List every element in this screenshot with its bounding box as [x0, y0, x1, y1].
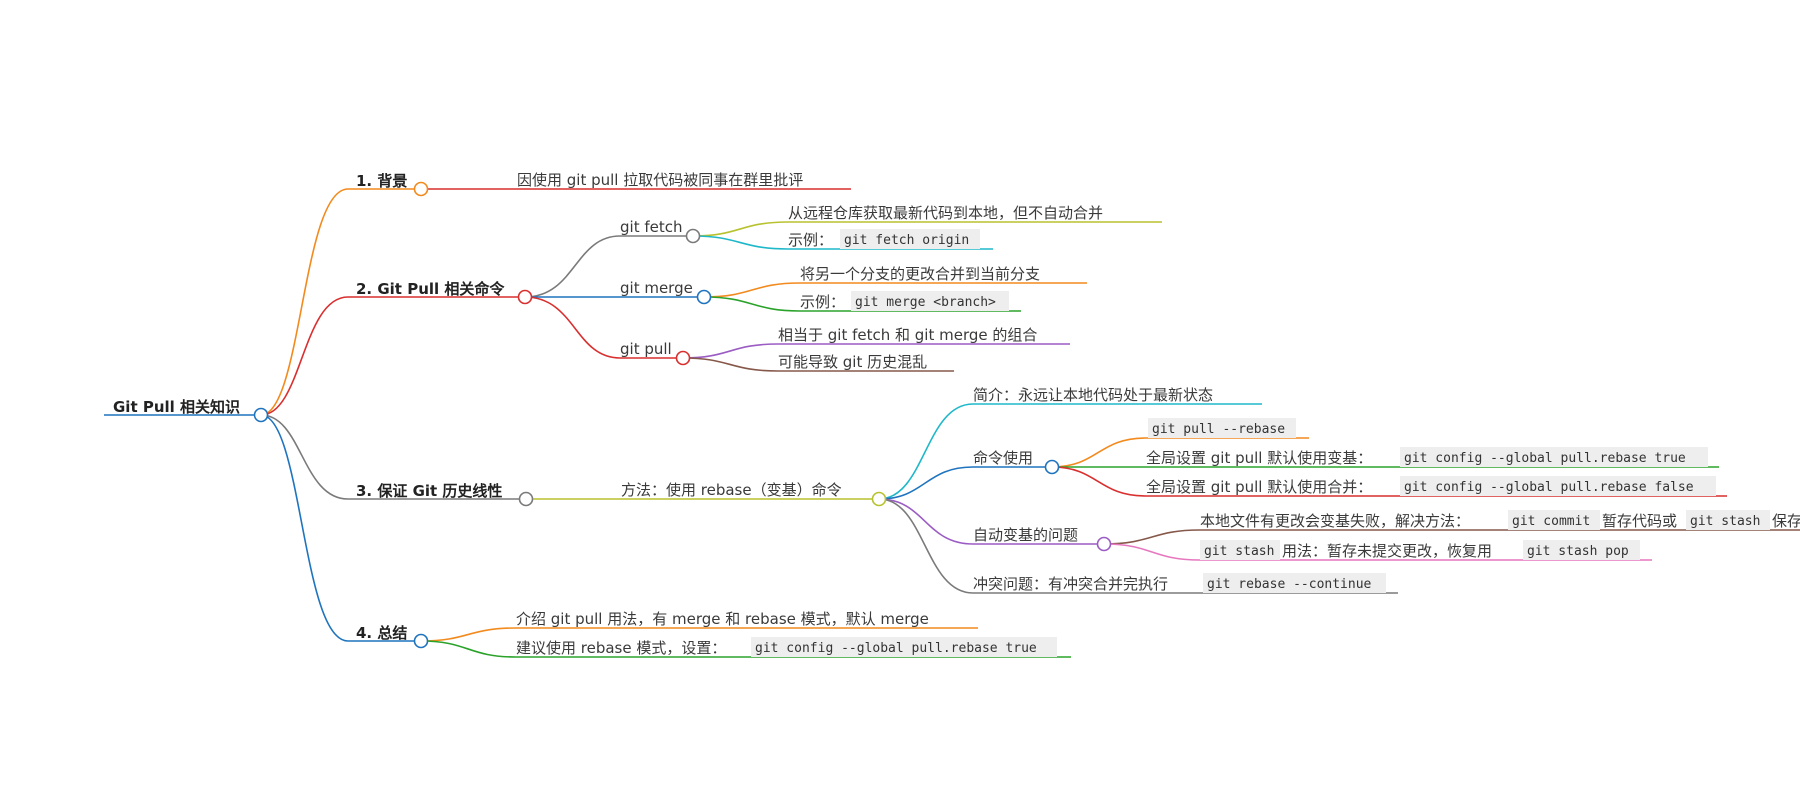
auto-a1-text2[interactable]: 暂存代码或 — [1602, 512, 1677, 530]
connector-method-conflict — [878, 498, 974, 594]
toggle-method-icon[interactable] — [871, 491, 887, 507]
toggle-sec1-icon[interactable] — [413, 181, 429, 197]
node-texts: Git Pull 相关知识 1. 背景 2. Git Pull 相关命令 3. … — [113, 171, 1800, 657]
underlines — [104, 188, 1800, 658]
code-bg-a2-code2 — [1523, 540, 1640, 560]
merge-desc[interactable]: 将另一个分支的更改合并到当前分支 — [800, 265, 1040, 283]
code-bg-sec4-s2 — [751, 637, 1057, 657]
auto-a1-code1[interactable]: git commit — [1512, 514, 1590, 529]
fetch-ex-prefix[interactable]: 示例： — [788, 231, 833, 249]
connector-merge-desc — [703, 282, 801, 298]
connector-method-auto — [878, 498, 974, 545]
pull-desc1[interactable]: 相当于 git fetch 和 git merge 的组合 — [778, 326, 1037, 344]
connector-root-sec1 — [260, 188, 349, 416]
auto-a1-code2[interactable]: git stash — [1690, 514, 1760, 529]
sec1-n1[interactable]: 因使用 git pull 拉取代码被同事在群里批评 — [517, 171, 803, 189]
connector-auto-a2 — [1103, 543, 1201, 561]
merge-ex-prefix[interactable]: 示例： — [800, 293, 845, 311]
connector-sec2-pull — [524, 296, 621, 359]
connector-pull-desc2 — [682, 357, 779, 372]
code-bg-fetch-ex — [840, 229, 980, 249]
connector-fetch-desc — [692, 221, 789, 237]
code-bg-cmd-c3 — [1400, 476, 1716, 496]
connector-cmd-c3 — [1051, 466, 1147, 497]
connector-method-cmd — [878, 466, 974, 500]
toggle-merge-icon[interactable] — [696, 289, 712, 305]
toggle-pull-icon[interactable] — [675, 350, 691, 366]
connector-sec2-fetch — [524, 235, 621, 298]
toggle-sec4-icon[interactable] — [413, 633, 429, 649]
code-bg-conflict — [1203, 573, 1386, 593]
code-bg-a1-code2 — [1686, 510, 1770, 530]
sec4-title[interactable]: 4. 总结 — [356, 624, 407, 642]
auto-a2-code2[interactable]: git stash pop — [1527, 544, 1629, 559]
cmd-c2-text[interactable]: 全局设置 git pull 默认使用变基： — [1146, 449, 1372, 467]
fetch-label[interactable]: git fetch — [620, 218, 682, 236]
pull-desc2[interactable]: 可能导致 git 历史混乱 — [778, 353, 927, 371]
pull-label[interactable]: git pull — [620, 340, 672, 358]
code-bg-cmd-c2 — [1400, 447, 1708, 467]
connector-root-sec2 — [260, 296, 349, 416]
sec3-title[interactable]: 3. 保证 Git 历史线性 — [356, 482, 502, 500]
connector-cmd-c1 — [1051, 437, 1147, 468]
connector-root-sec4 — [260, 414, 349, 642]
method-label[interactable]: 方法：使用 rebase（变基）命令 — [621, 481, 842, 499]
conflict-code[interactable]: git rebase --continue — [1207, 577, 1372, 592]
intro-label[interactable]: 简介：永远让本地代码处于最新状态 — [973, 386, 1213, 404]
code-backgrounds — [751, 229, 1770, 657]
merge-label[interactable]: git merge — [620, 279, 693, 297]
connector-fetch-ex — [692, 235, 789, 250]
cmd-c1-code[interactable]: git pull --rebase — [1152, 422, 1285, 437]
cmd-c3-text[interactable]: 全局设置 git pull 默认使用合并： — [1146, 478, 1372, 496]
code-bg-a1-code1 — [1508, 510, 1600, 530]
sec2-title[interactable]: 2. Git Pull 相关命令 — [356, 280, 505, 298]
toggle-sec2-icon[interactable] — [517, 289, 533, 305]
toggle-root-icon[interactable] — [253, 407, 269, 423]
toggle-sec3-icon[interactable] — [518, 491, 534, 507]
auto-a2-code1[interactable]: git stash — [1204, 544, 1274, 559]
code-bg-a2-code1 — [1200, 540, 1280, 560]
sec4-s1[interactable]: 介绍 git pull 用法，有 merge 和 rebase 模式，默认 me… — [516, 610, 929, 628]
cmd-c3-code[interactable]: git config --global pull.rebase false — [1404, 480, 1694, 495]
root-node[interactable]: Git Pull 相关知识 — [113, 398, 240, 416]
connector-merge-ex — [703, 296, 801, 312]
sec4-s2-code[interactable]: git config --global pull.rebase true — [755, 641, 1037, 656]
connector-method-intro — [878, 403, 974, 500]
code-bg-merge-ex — [851, 291, 1009, 311]
connector-sec4-s2 — [420, 640, 517, 658]
connectors — [260, 188, 1201, 658]
sec4-s2-text[interactable]: 建议使用 rebase 模式，设置： — [516, 639, 726, 657]
auto-label[interactable]: 自动变基的问题 — [973, 526, 1078, 544]
toggle-auto-icon[interactable] — [1096, 536, 1112, 552]
conflict-text[interactable]: 冲突问题：有冲突合并完执行 — [973, 575, 1168, 593]
merge-ex-code[interactable]: git merge <branch> — [855, 295, 996, 310]
connector-auto-a1 — [1103, 529, 1201, 545]
connector-pull-desc1 — [682, 343, 779, 359]
code-bg-cmd-c1 — [1148, 418, 1296, 438]
auto-a1-text1[interactable]: 本地文件有更改会变基失败，解决方法： — [1200, 512, 1470, 530]
collapse-toggles — [253, 181, 1112, 649]
cmd-label[interactable]: 命令使用 — [973, 449, 1033, 467]
toggle-cmd-icon[interactable] — [1044, 459, 1060, 475]
toggle-fetch-icon[interactable] — [685, 228, 701, 244]
fetch-desc[interactable]: 从远程仓库获取最新代码到本地，但不自动合并 — [788, 204, 1103, 222]
connector-sec4-s1 — [420, 627, 517, 642]
sec1-title[interactable]: 1. 背景 — [356, 172, 407, 190]
connector-root-sec3 — [260, 414, 349, 500]
auto-a1-text3[interactable]: 保存 — [1772, 512, 1800, 530]
auto-a2-text1[interactable]: 用法：暂存未提交更改，恢复用 — [1282, 542, 1492, 560]
cmd-c2-code[interactable]: git config --global pull.rebase true — [1404, 451, 1686, 466]
fetch-ex-code[interactable]: git fetch origin — [844, 233, 969, 248]
